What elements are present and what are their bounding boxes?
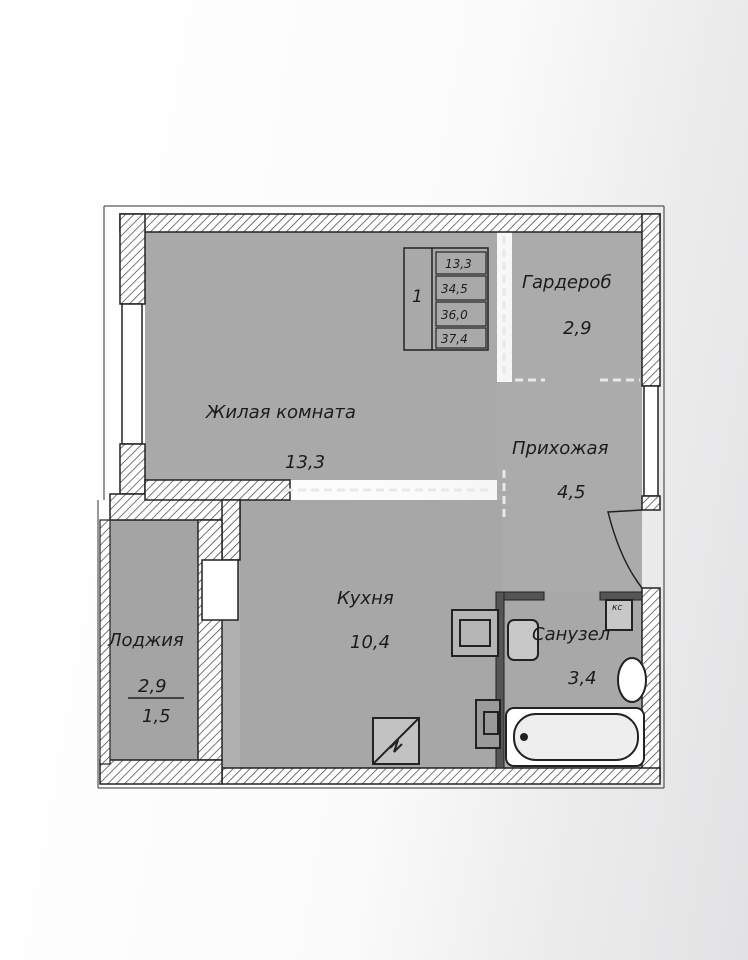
loggia-area-reduced: 1,5: [142, 706, 171, 727]
toilet-icon: [617, 657, 647, 703]
washing-machine: [475, 699, 501, 749]
wardrobe-area-value: 2,9: [563, 318, 592, 339]
wall-right-mid: [641, 495, 661, 511]
window-left: [121, 303, 143, 445]
bathroom-area-value: 3,4: [568, 668, 597, 689]
entrance-door: [607, 509, 643, 589]
living-room-name: Жилая комната: [205, 402, 356, 423]
summary-table: 1 13,3 34,5 36,0 37,4: [403, 247, 489, 351]
kitchen-fixtures: [372, 609, 499, 765]
wall-left-upper: [119, 213, 146, 305]
kitchen-sink: [451, 609, 499, 657]
wall-loggia-bottom: [99, 759, 223, 785]
window-right: [643, 385, 659, 497]
wall-loggia-left: [99, 519, 111, 765]
wall-bathroom-left: [495, 591, 505, 769]
hallway-name: Прихожая: [512, 438, 609, 459]
washbasin: [507, 619, 539, 661]
kitchen-area-value: 10,4: [350, 632, 390, 653]
loggia-name: Лоджия: [107, 630, 184, 651]
wall-top: [119, 213, 661, 233]
living-room-area-value: 13,3: [285, 452, 325, 473]
wardrobe-name: Гардероб: [522, 272, 612, 293]
living-room-area: [145, 232, 497, 480]
bathroom-name: Санузел: [532, 624, 610, 645]
wardrobe-area: [512, 232, 642, 382]
wall-left-mid: [119, 443, 146, 495]
summary-value-living-total: 34,5: [441, 282, 468, 296]
hallway-area: [497, 382, 642, 592]
room-labels: Жилая комната 13,3 Гардероб 2,9 Прихожая…: [107, 272, 622, 727]
kitchen-name: Кухня: [337, 588, 394, 609]
apartment-number: 1: [412, 287, 423, 307]
wall-right-upper: [641, 213, 661, 387]
dashed-partitions: [285, 236, 640, 518]
loggia-door: [201, 559, 239, 621]
summary-value-total-with-loggia: 37,4: [441, 332, 468, 346]
bathroom-fixtures: [475, 599, 647, 767]
summary-value-living: 13,3: [445, 257, 472, 271]
wall-bathroom-top: [503, 591, 545, 601]
wall-bathroom-top-right: [599, 591, 643, 601]
outer-lines: [97, 205, 665, 789]
toilet-tank: [605, 599, 633, 631]
wall-loggia-inner: [197, 519, 223, 761]
loggia-area: [110, 520, 198, 760]
wall-kitchen-left: [221, 499, 241, 561]
wall-bottom: [221, 767, 661, 785]
summary-value-total: 36,0: [441, 308, 468, 322]
walls: [99, 213, 661, 785]
riser-label: кс: [612, 603, 622, 613]
wall-living-kitchen: [144, 479, 291, 501]
hallway-area-value: 4,5: [557, 482, 586, 503]
loggia-area-full: 2,9: [138, 676, 167, 697]
